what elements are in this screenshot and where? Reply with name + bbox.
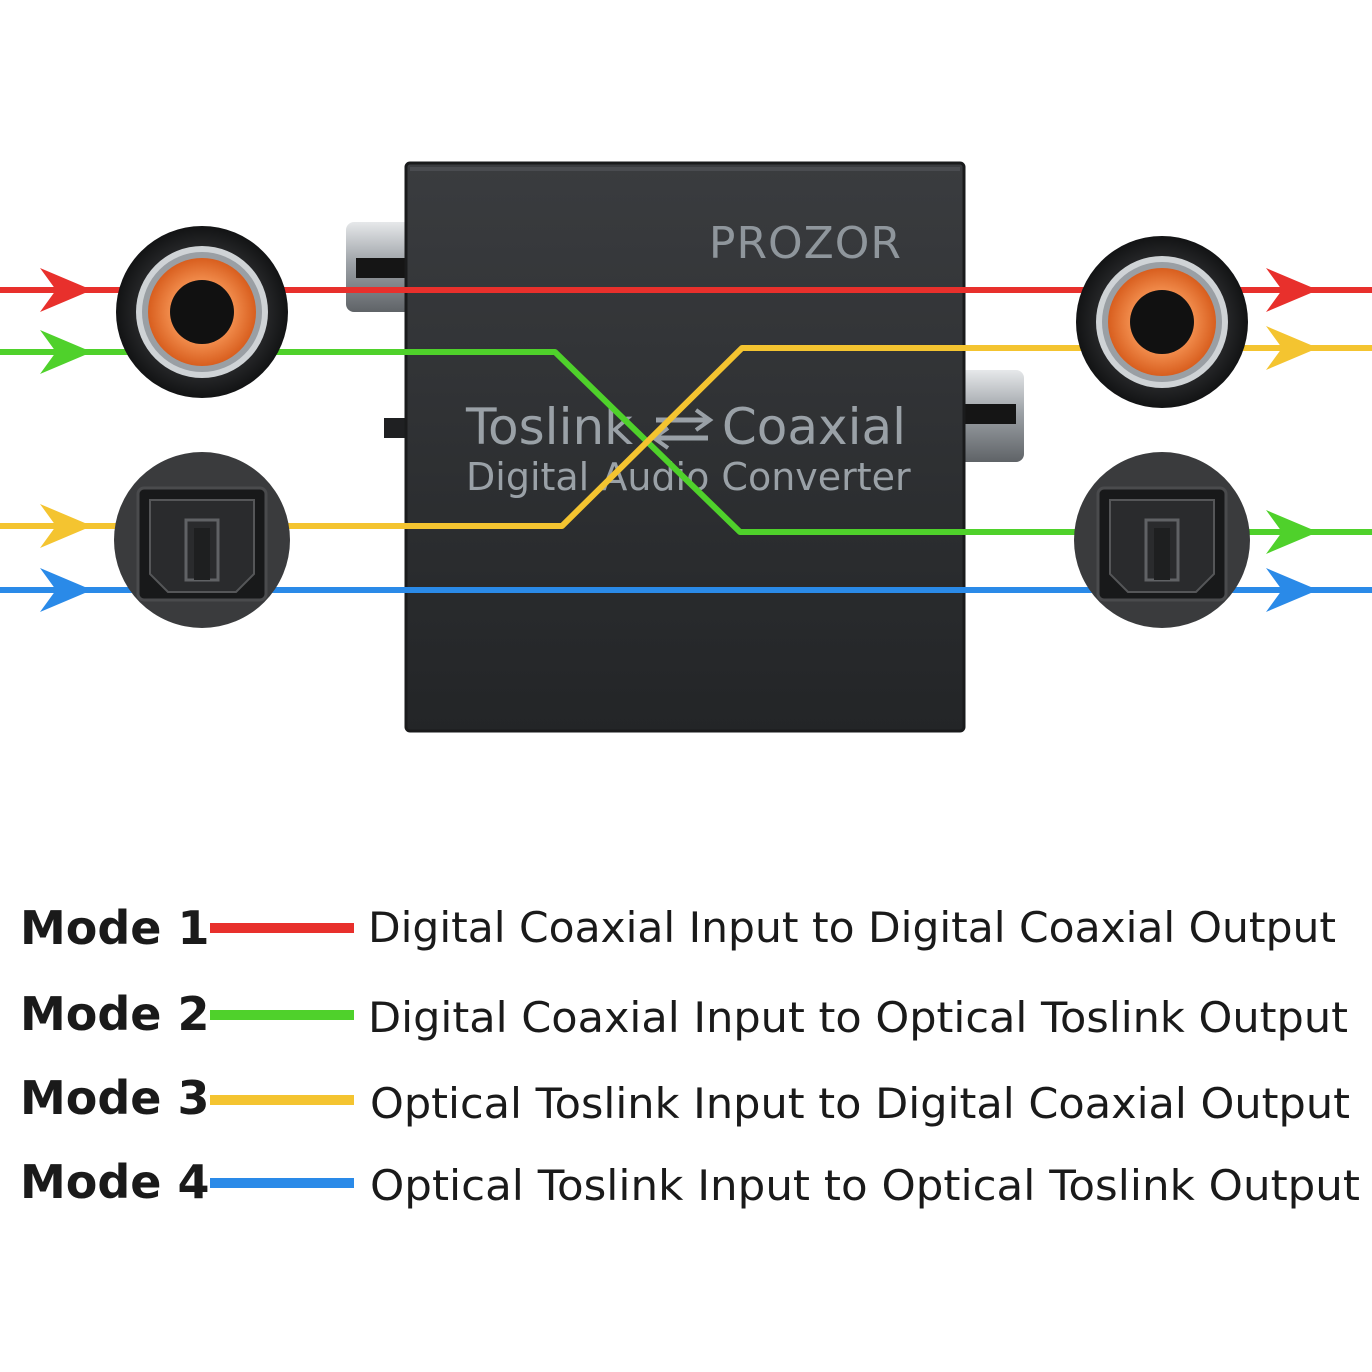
converter-device: PROZOR Toslink Coaxial Digital Audio Con… xyxy=(346,161,1024,733)
side-switch xyxy=(384,418,410,438)
mode3-output-arrow-icon xyxy=(1266,326,1318,370)
legend-row-mode3: Mode 3 Optical Toslink Input to Digital … xyxy=(20,1071,1350,1128)
mode2-output-arrow-icon xyxy=(1266,510,1318,554)
mode4-output-arrow-icon xyxy=(1266,568,1318,612)
mode3-label: Mode 3 xyxy=(20,1071,210,1125)
mode4-description: Optical Toslink Input to Optical Toslink… xyxy=(370,1161,1360,1210)
mode-legend: Mode 1 Digital Coaxial Input to Digital … xyxy=(20,901,1360,1210)
mode4-label: Mode 4 xyxy=(20,1155,210,1209)
mode2-description: Digital Coaxial Input to Optical Toslink… xyxy=(368,993,1348,1042)
mode3-input-arrow-icon xyxy=(40,504,92,548)
mode3-description: Optical Toslink Input to Digital Coaxial… xyxy=(370,1079,1350,1128)
legend-row-mode4: Mode 4 Optical Toslink Input to Optical … xyxy=(20,1155,1360,1210)
coax-output-port xyxy=(1076,236,1248,408)
optical-input-port xyxy=(114,452,290,628)
device-subtitle: Digital Audio Converter xyxy=(466,455,911,499)
legend-row-mode2: Mode 2 Digital Coaxial Input to Optical … xyxy=(20,987,1348,1042)
coax-input-port xyxy=(116,226,288,398)
bidirectional-arrow-icon xyxy=(650,408,714,450)
mode1-output-arrow-icon xyxy=(1266,268,1318,312)
device-title-left: Toslink xyxy=(465,398,633,456)
mode1-label: Mode 1 xyxy=(20,901,210,955)
mode1-description: Digital Coaxial Input to Digital Coaxial… xyxy=(368,903,1336,952)
mode1-input-arrow-icon xyxy=(40,268,92,312)
legend-row-mode1: Mode 1 Digital Coaxial Input to Digital … xyxy=(20,901,1336,955)
optical-output-port xyxy=(1074,452,1250,628)
signal-arrows xyxy=(40,268,1318,612)
brand-name: PROZOR xyxy=(709,218,902,269)
device-title-right: Coaxial xyxy=(722,398,906,456)
mode2-input-arrow-icon xyxy=(40,330,92,374)
mode2-label: Mode 2 xyxy=(20,987,210,1041)
mode4-input-arrow-icon xyxy=(40,568,92,612)
